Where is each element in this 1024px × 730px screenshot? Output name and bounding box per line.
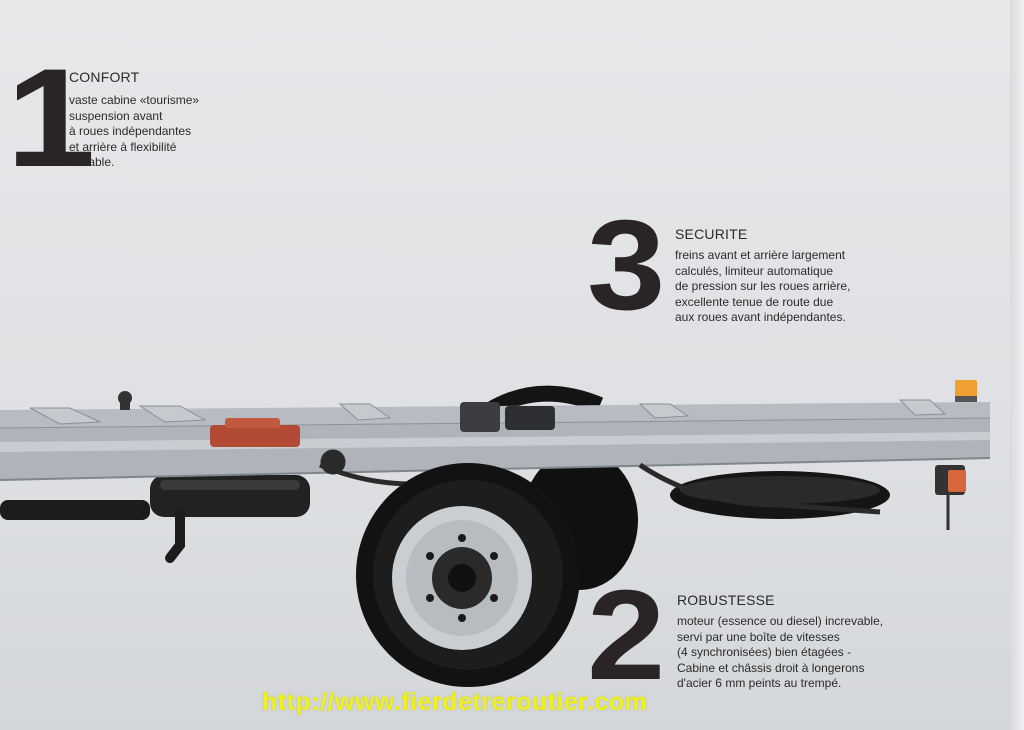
section-number-3: 3 [587,194,665,337]
body-line: (4 synchronisées) bien étagées - [677,645,852,659]
exhaust-pipe [0,475,310,563]
body-line: calculés, limiteur automatique [675,263,834,278]
section-body-confort: vaste cabine «tourisme» suspension avant… [69,93,199,171]
body-line: suspension avant [69,108,163,123]
body-line: à roues indépendantes [69,124,192,138]
engine-components [118,391,555,447]
body-line: servi par une boîte de vitesses [677,629,840,644]
section-body-securite: freins avant et arrière largement calcul… [675,248,850,326]
section-title-confort: CONFORT [69,69,140,85]
section-title-securite: SECURITE [675,226,748,242]
body-line: et arrière à flexibilité [69,139,177,154]
truck-chassis-illustration [0,380,991,687]
body-line: freins avant et arrière largement [675,248,846,262]
body-line: moteur (essence ou diesel) increvable, [677,614,884,628]
body-line: aux roues avant indépendantes. [675,310,846,324]
body-line: vaste cabine «tourisme» [69,93,200,107]
rear-outer-wheel [356,463,580,687]
cross-members [29,399,947,425]
body-line: d'acier 6 mm peints au trempé. [677,676,842,690]
watermark-url: http://www.fierdetreroutier.com [262,688,648,716]
page-edge [1010,0,1024,730]
section-number-2: 2 [587,564,665,707]
body-line: de pression sur les roues arrière, [675,279,851,293]
section-number-1: 1 [6,39,96,196]
rear-lights [935,380,977,530]
body-line: excellente tenue de route due [675,294,834,309]
body-line: Cabine et châssis droit à longerons [677,660,865,675]
body-line: variable. [69,155,115,169]
section-body-robustesse: moteur (essence ou diesel) increvable, s… [677,614,883,692]
section-title-robustesse: ROBUSTESSE [677,592,775,608]
